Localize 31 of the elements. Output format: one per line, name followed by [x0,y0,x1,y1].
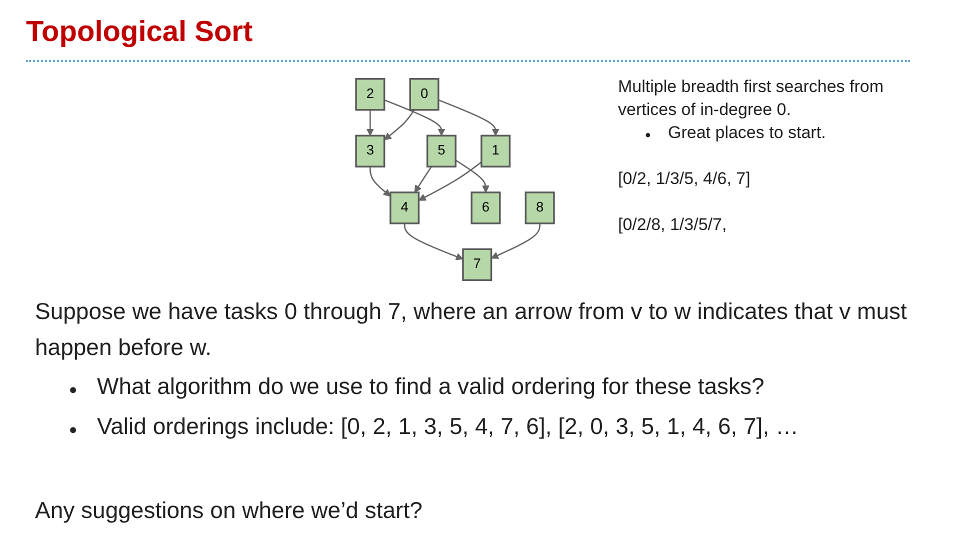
arrow [384,99,446,136]
bullet-item: Great places to start. [668,122,826,144]
body-text: Any suggestions on where we’d start? [35,496,424,525]
bullet-item: What algorithm do we use to find a valid ordering for these tasks? [97,372,764,402]
arrow [414,166,432,193]
bullet-item: Valid orderings include: [0, 2, 1, 3, 5, 4, 7, 6], [2, 0, 3, 5, 1, 4, 6, 7], … [97,412,798,441]
node-box: 5 [426,134,456,168]
arrow [418,161,482,201]
node-box: 6 [470,192,501,224]
note-text: [0/2/8, 1/3/5/7, [618,214,728,236]
node-box: 1 [480,134,511,168]
bullet-mark: ● [644,128,652,143]
arrow [490,223,541,259]
body-text: Suppose we have tasks 0 through 7, where an arrow from v to w indicates that v must happen before w. [35,297,908,362]
note-text: Multiple breadth first searches from vertices of in-degree 0. [618,76,884,121]
node-box: 8 [524,192,555,224]
arrow [369,166,391,197]
slide-title: Topological Sort [26,16,253,49]
note-text: [0/2, 1/3/5, 4/6, 7] [618,168,752,190]
arrow [384,109,415,140]
node-box: 3 [355,134,386,168]
arrow [366,110,374,136]
node-box: 7 [462,248,492,281]
arrow [455,160,490,193]
node-box: 0 [409,78,440,111]
node-box: 2 [355,78,386,111]
arrow [438,99,500,136]
bullet-mark: ● [68,420,78,439]
bullet-mark: ● [68,381,78,400]
node-box: 4 [390,192,420,224]
arrow [404,223,464,260]
